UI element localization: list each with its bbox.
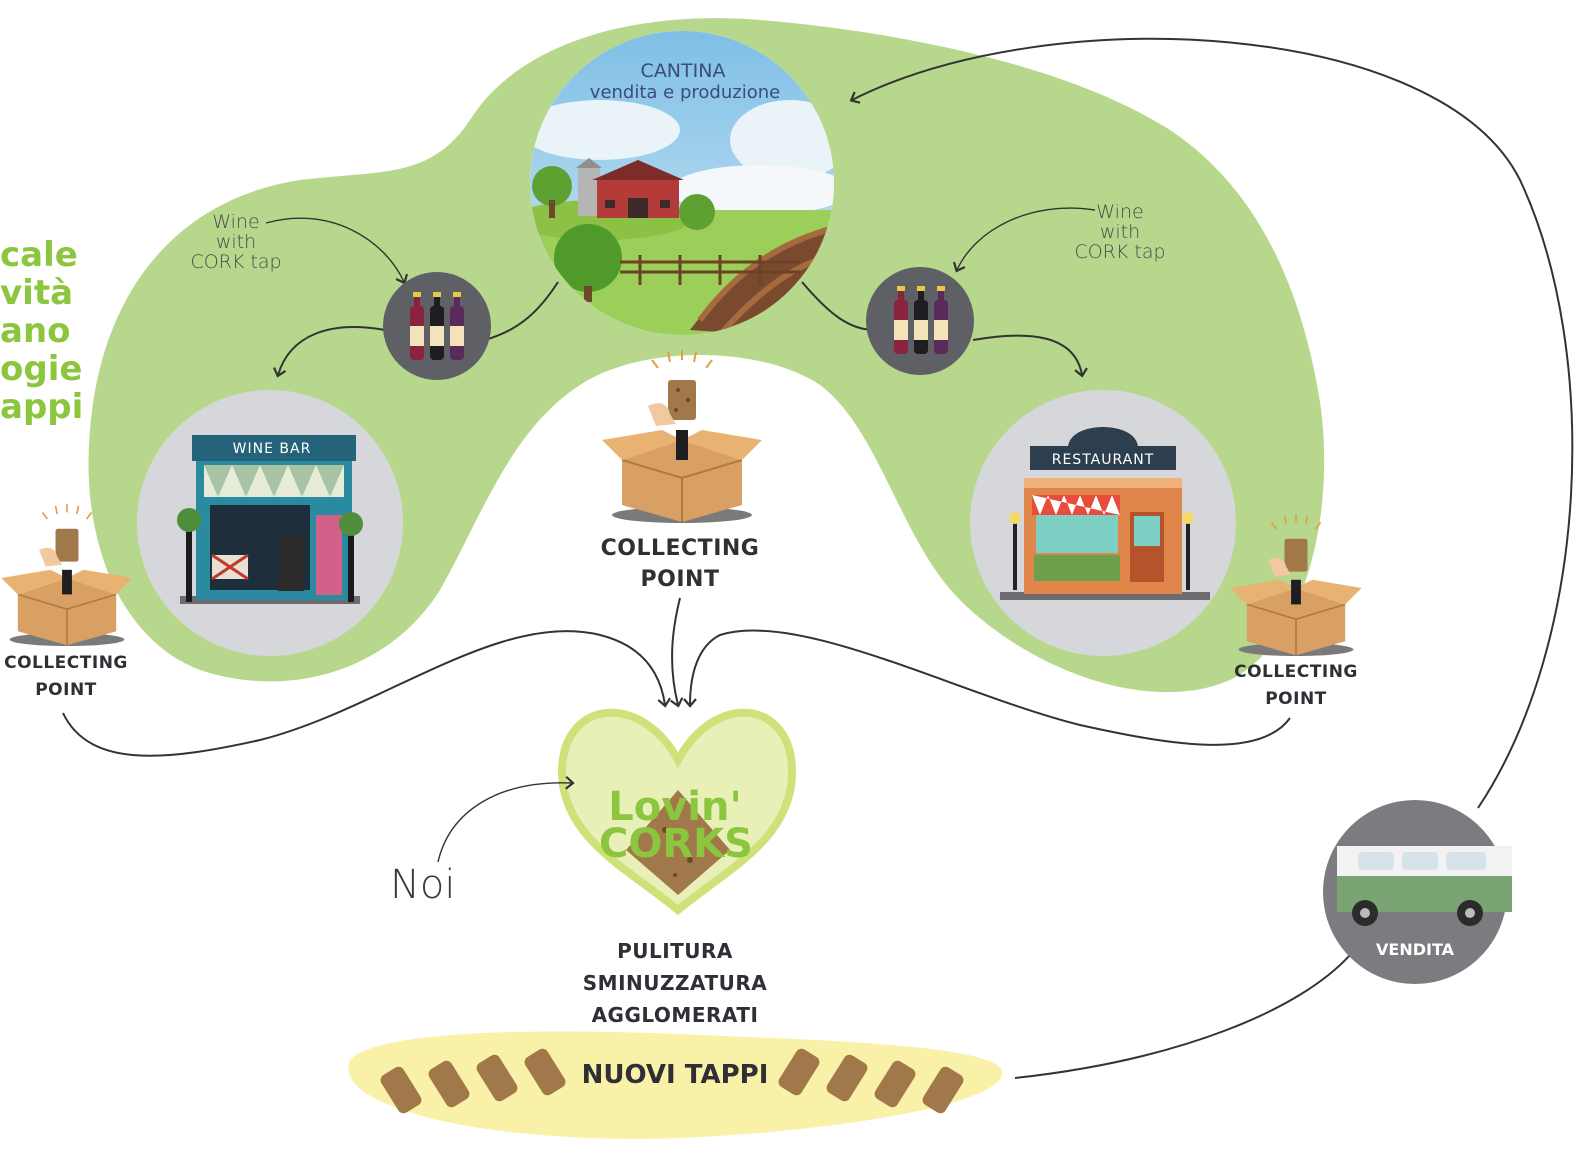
connector-wine-right-to-restaurant: [972, 334, 1088, 378]
process-step: PULITURA: [617, 939, 733, 963]
logo-text-lovin: Lovin': [608, 784, 741, 830]
van-icon: [1337, 846, 1512, 926]
wine-note-right: Wine with CORK tap: [1062, 202, 1178, 262]
connector-vendita-to-cantina: [849, 37, 1574, 809]
connector-left-cp-to-logo: [62, 630, 672, 757]
side-text-line: ano: [0, 311, 71, 351]
wine-note-line: CORK tap: [190, 251, 282, 273]
connector-tappi-to-vendita: [1014, 954, 1351, 1079]
wine-note-line: with: [215, 231, 257, 253]
connector-center-cp-to-logo: [670, 597, 684, 708]
cantina-subtitle: vendita e produzione: [590, 82, 780, 103]
connector-wine-left-to-winebar: [272, 326, 386, 378]
collecting-box-icon-right: [1230, 514, 1362, 657]
side-text-line: vità: [0, 273, 74, 313]
collecting-point-left-label: COLLECTING POINT: [0, 650, 132, 704]
wine-bottles-left: [383, 272, 491, 380]
vendita-van-circle: [1323, 800, 1512, 984]
pointer-wine-note-right: [952, 207, 1096, 273]
collecting-point-line: COLLECTING: [1234, 662, 1358, 682]
collecting-point-line: COLLECTING: [600, 536, 760, 561]
nuovi-tappi-band: [348, 1031, 1003, 1139]
side-text-line: ogie: [0, 349, 83, 389]
wine-bar-sign: WINE BAR: [233, 441, 312, 457]
wine-bottles-right: [866, 267, 974, 375]
vendita-label: VENDITA: [1376, 940, 1454, 959]
lovin-corks-logo: [557, 708, 797, 916]
collecting-point-line: COLLECTING: [4, 653, 128, 673]
wine-note-line: Wine: [1096, 201, 1144, 223]
collecting-point-right-label: COLLECTING POINT: [1228, 659, 1364, 713]
connector-cantina-left: [484, 281, 559, 341]
noi-label: Noi: [390, 862, 456, 908]
collecting-box-icon-left: [1, 504, 133, 647]
process-step: SMINUZZATURA: [582, 971, 768, 995]
nuovi-tappi-label: NUOVI TAPPI: [581, 1060, 769, 1090]
collecting-point-center-label: COLLECTING POINT: [580, 533, 780, 595]
logo-text-corks: CORKS: [599, 821, 753, 867]
wine-note-left: Wine with CORK tap: [178, 212, 294, 272]
wine-bar-circle: WINE BAR: [137, 390, 403, 656]
cantina-circle: CANTINA vendita e produzione: [530, 31, 834, 335]
cork-row-right: [778, 1048, 964, 1114]
connector-right-cp-to-logo: [683, 629, 1291, 746]
side-text: cale vità ano ogie appi: [0, 235, 84, 427]
pointer-wine-note-left: [265, 217, 409, 285]
cork-row-left: [380, 1048, 566, 1114]
wine-note-line: with: [1099, 221, 1141, 243]
restaurant-circle: RESTAURANT: [970, 390, 1236, 656]
side-text-line: appi: [0, 387, 84, 427]
collecting-point-line: POINT: [1265, 689, 1327, 709]
wine-note-line: CORK tap: [1074, 241, 1166, 263]
restaurant-sign: RESTAURANT: [1052, 452, 1155, 468]
side-text-line: cale: [0, 235, 78, 275]
collecting-point-line: POINT: [35, 680, 97, 700]
wine-note-line: Wine: [212, 211, 260, 233]
cantina-title: CANTINA: [641, 60, 726, 82]
process-steps: PULITURA SMINUZZATURA AGGLOMERATI: [560, 935, 790, 1031]
pointer-noi: [437, 775, 575, 863]
collecting-point-line: POINT: [640, 567, 720, 592]
collecting-box-icon-center: [602, 350, 762, 523]
process-step: AGGLOMERATI: [591, 1003, 759, 1027]
